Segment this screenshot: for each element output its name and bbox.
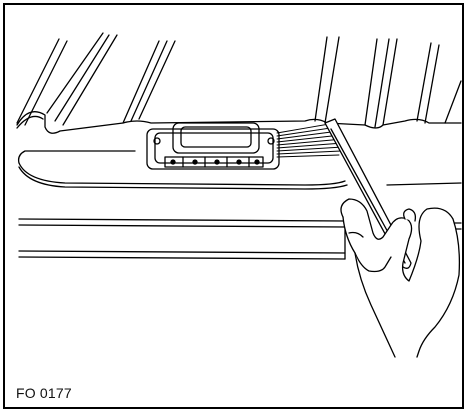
roof-panel [16, 32, 462, 134]
figure-frame: FO 0177 [3, 3, 464, 409]
adhesive-strands [276, 122, 344, 158]
figure-caption: FO 0177 [14, 385, 74, 401]
roof-edge [17, 150, 462, 190]
mounting-bracket [146, 122, 280, 170]
hand [340, 198, 461, 358]
technical-illustration [16, 32, 462, 358]
